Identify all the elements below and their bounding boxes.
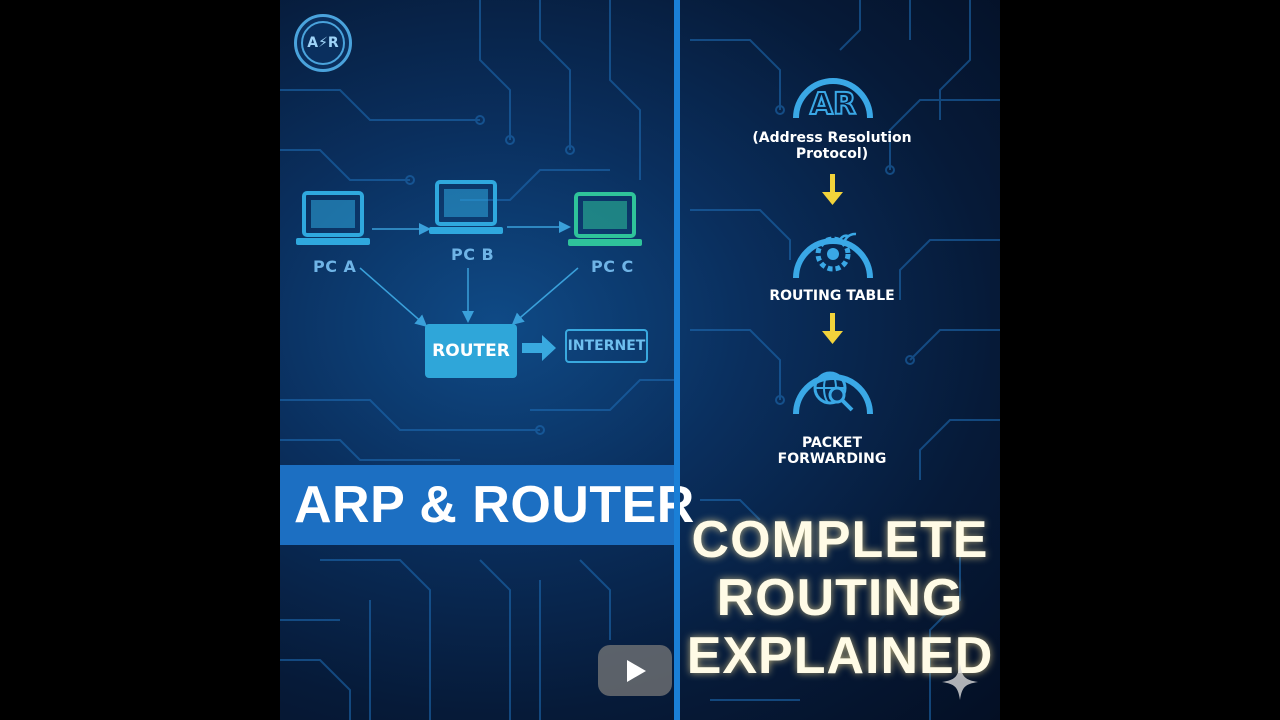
thumbnail-canvas: A⚡R [280,0,1000,720]
ar-icon: AR [793,78,873,123]
sparkle-icon [942,664,978,700]
network-diagram [296,180,642,361]
router-box: ROUTER [425,324,517,378]
panel-divider [674,0,680,720]
pc-c-icon [568,192,642,246]
play-icon [627,659,646,682]
router-internet-arrow [522,335,556,361]
pc-a-icon [296,191,370,245]
gear-icon [793,232,873,279]
step-packet-forwarding-line1: PACKET [801,435,863,451]
pc-a-label: PC A [313,257,357,276]
link-pc-c-router [511,267,579,325]
step-arp-label-line1: (Address Resolution [752,130,912,146]
step-arp-label: (Address Resolution Protocol) [740,130,924,162]
headline-line3: EXPLAINED [686,627,994,685]
globe-magnifier-icon [793,371,873,415]
svg-text:AR: AR [810,87,856,122]
flow-arrow-down-1 [822,174,843,205]
headline-line1: COMPLETE [691,511,989,569]
channel-logo-text: A⚡R [301,21,345,65]
step-packet-forwarding-line2: FORWARDING [777,451,887,467]
pc-b-icon [429,180,503,234]
pc-c-label: PC C [591,257,634,276]
link-pc-a-router [359,267,428,327]
play-button[interactable] [598,645,672,696]
step-packet-forwarding-label: PACKET FORWARDING [740,435,924,467]
channel-logo: A⚡R [294,14,352,72]
headline-line2: ROUTING [716,569,964,627]
routing-flow: AR [793,78,873,415]
pc-b-label: PC B [451,245,495,264]
internet-box: INTERNET [565,329,648,363]
banner-title: ARP & ROUTER [294,476,695,534]
circuit-background [280,0,1000,720]
flow-arrow-down-2 [822,313,843,344]
step-routing-table-label: ROUTING TABLE [769,288,895,304]
step-arp-label-line2: Protocol) [795,146,869,162]
title-banner [280,465,675,545]
